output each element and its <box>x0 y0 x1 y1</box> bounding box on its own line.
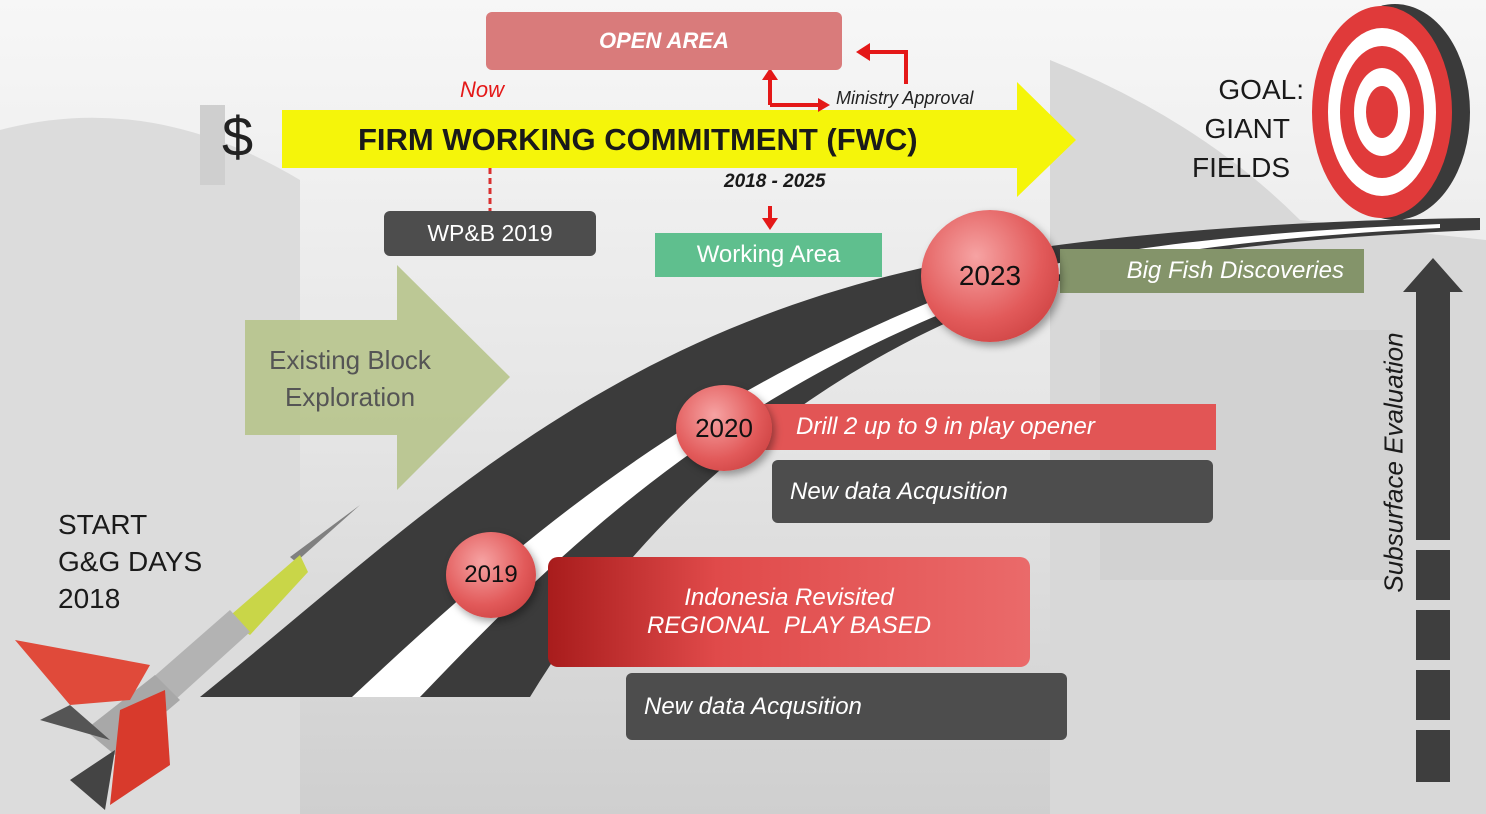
now-label: Now <box>460 77 505 102</box>
new-data-label-2: New data Acqusition <box>644 692 862 720</box>
wpb-label: WP&B 2019 <box>427 220 553 246</box>
start-line-1: START <box>58 509 148 540</box>
milestone-2023: 2023 <box>921 210 1059 342</box>
big-fish-box: Big Fish Discoveries <box>1060 249 1364 293</box>
new-data-box-1: New data Acqusition <box>772 460 1213 523</box>
milestone-2020-label: 2020 <box>695 412 753 443</box>
start-line-2: G&G DAYS <box>58 546 203 577</box>
fwc-title: FIRM WORKING COMMITMENT (FWC) <box>358 122 918 157</box>
indonesia-box: Indonesia Revisited REGIONAL PLAY BASED <box>548 557 1030 667</box>
subsurface-label-wrap: Subsurface Evaluation <box>1374 310 1414 615</box>
indonesia-line-2: REGIONAL PLAY BASED <box>646 612 932 639</box>
open-area-box: OPEN AREA <box>486 12 842 70</box>
milestone-2019-label: 2019 <box>464 561 518 588</box>
wpb-box: WP&B 2019 <box>384 211 596 256</box>
drill-box: Drill 2 up to 9 in play opener <box>744 404 1216 450</box>
target-icon <box>1312 4 1470 220</box>
existing-block-line-1: Existing Block <box>269 345 431 375</box>
drill-label: Drill 2 up to 9 in play opener <box>796 413 1095 440</box>
fwc-arrow <box>282 82 1076 197</box>
goal-line-2: GIANT <box>1204 113 1290 144</box>
ministry-approval-label: Ministry Approval <box>836 88 974 108</box>
new-data-label-1: New data Acqusition <box>790 477 1008 505</box>
goal-text: GOAL: GIANT FIELDS <box>1170 70 1304 187</box>
milestone-2020: 2020 <box>676 385 772 471</box>
indonesia-line-1: Indonesia Revisited <box>684 584 894 611</box>
milestone-2023-label: 2023 <box>958 260 1022 291</box>
fwc-period: 2018 - 2025 <box>724 171 826 192</box>
existing-block-arrow <box>245 265 510 490</box>
goal-line-1: GOAL: <box>1218 74 1304 105</box>
working-area-box: Working Area <box>655 233 882 277</box>
start-text: START G&G DAYS 2018 <box>58 506 202 617</box>
dollar-sign: $ <box>222 105 254 168</box>
existing-block-text: Existing Block Exploration <box>250 342 450 416</box>
working-area-label: Working Area <box>696 241 841 268</box>
big-fish-label: Big Fish Discoveries <box>1126 257 1344 284</box>
subsurface-label: Subsurface Evaluation <box>1378 332 1409 593</box>
subsurface-arrow <box>1403 258 1463 782</box>
open-area-label: OPEN AREA <box>599 28 729 53</box>
road-lane-line <box>352 224 1440 697</box>
goal-line-3: FIELDS <box>1191 152 1290 183</box>
start-line-3: 2018 <box>58 583 121 614</box>
new-data-box-2: New data Acqusition <box>626 673 1067 740</box>
milestone-2019: 2019 <box>446 532 536 618</box>
existing-block-line-2: Exploration <box>284 382 416 412</box>
rocket-icon <box>15 505 360 810</box>
